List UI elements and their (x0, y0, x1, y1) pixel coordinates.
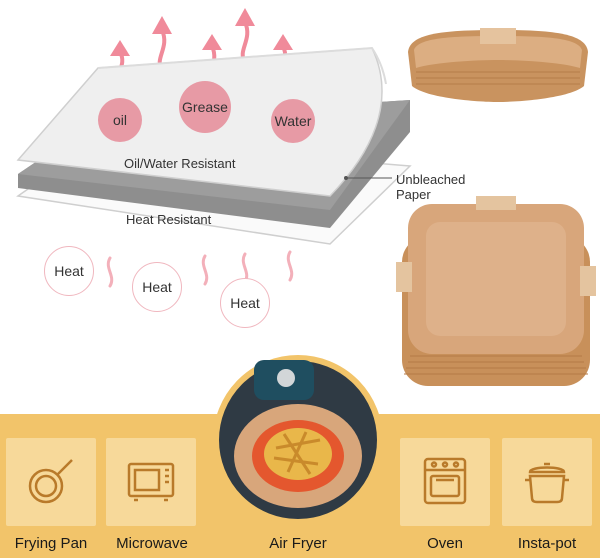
paper-liner-stack-bottom (396, 196, 596, 386)
air-fryer-label: Air Fryer (269, 535, 327, 552)
heat-waves (106, 250, 294, 288)
heat-label: Heat (230, 295, 260, 311)
heat-label: Heat (54, 263, 84, 279)
unbleached-paper-label: Unbleached Paper (396, 172, 466, 202)
air-fryer-photo (214, 355, 382, 525)
heat-resistant-label: Heat Resistant (126, 212, 212, 227)
water-bubble (271, 99, 315, 143)
heat-circle-2: Heat (132, 262, 182, 312)
oil-bubble (98, 98, 142, 142)
insta-pot-label: Insta-pot (517, 535, 577, 552)
oven-icon (423, 457, 467, 505)
microwave-icon (127, 462, 175, 502)
oven-tile (400, 438, 490, 526)
oil-label: oil (112, 112, 127, 128)
frying-pan-tile (6, 438, 96, 526)
oil-water-resistant-label: Oil/Water Resistant (124, 156, 236, 171)
oven-label: Oven (427, 535, 463, 552)
water-label: Water (274, 113, 312, 129)
grease-label: Grease (182, 99, 228, 115)
insta-pot-tile (502, 438, 592, 526)
grease-bubble (179, 81, 231, 133)
layer-diagram (16, 8, 412, 288)
arrow-heads (110, 8, 293, 56)
frying-pan-icon (28, 459, 73, 504)
heat-label: Heat (142, 279, 172, 295)
microwave-label: Microwave (116, 535, 188, 552)
microwave-tile (106, 438, 196, 526)
paper-liner-stack-top (408, 28, 588, 102)
heat-circle-1: Heat (44, 246, 94, 296)
pot-icon (525, 462, 569, 504)
heat-circle-3: Heat (220, 278, 270, 328)
frying-pan-label: Frying Pan (14, 535, 88, 552)
